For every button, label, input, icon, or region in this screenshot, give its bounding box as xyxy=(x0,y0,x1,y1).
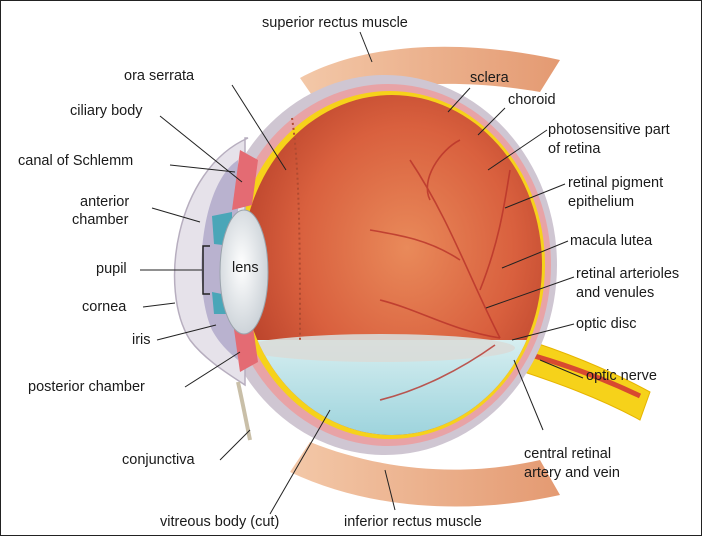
label-optic-disc: optic disc xyxy=(576,316,636,333)
label-rpe-line1: retinal pigment xyxy=(568,175,663,192)
label-iris: iris xyxy=(132,332,151,349)
label-photosensitive-line2: of retina xyxy=(548,141,600,158)
label-rpe-line2: epithelium xyxy=(568,194,634,211)
label-choroid: choroid xyxy=(508,92,556,109)
label-anterior-chamber-line2: chamber xyxy=(72,212,128,229)
label-optic-nerve: optic nerve xyxy=(586,368,657,385)
label-ciliary-body: ciliary body xyxy=(70,103,143,120)
vitreous-cut-surface xyxy=(245,334,515,362)
label-posterior-chamber: posterior chamber xyxy=(28,379,145,396)
label-arterioles-line1: retinal arterioles xyxy=(576,266,679,283)
label-pupil: pupil xyxy=(96,261,127,278)
label-central-artery-line2: artery and vein xyxy=(524,465,620,482)
label-superior-rectus-muscle: superior rectus muscle xyxy=(262,15,408,32)
label-ora-serrata: ora serrata xyxy=(124,68,194,85)
label-photosensitive-line1: photosensitive part xyxy=(548,122,670,139)
label-macula-lutea: macula lutea xyxy=(570,233,652,250)
label-arterioles-line2: and venules xyxy=(576,285,654,302)
label-inferior-rectus-muscle: inferior rectus muscle xyxy=(344,514,482,531)
label-central-artery-line1: central retinal xyxy=(524,446,611,463)
label-anterior-chamber-line1: anterior xyxy=(80,194,129,211)
label-sclera: sclera xyxy=(470,70,509,87)
label-canal-of-schlemm: canal of Schlemm xyxy=(18,153,133,170)
label-cornea: cornea xyxy=(82,299,126,316)
label-conjunctiva: conjunctiva xyxy=(122,452,195,469)
label-vitreous-body: vitreous body (cut) xyxy=(160,514,279,531)
inferior-rectus-muscle xyxy=(290,442,560,507)
label-lens: lens xyxy=(232,260,259,277)
